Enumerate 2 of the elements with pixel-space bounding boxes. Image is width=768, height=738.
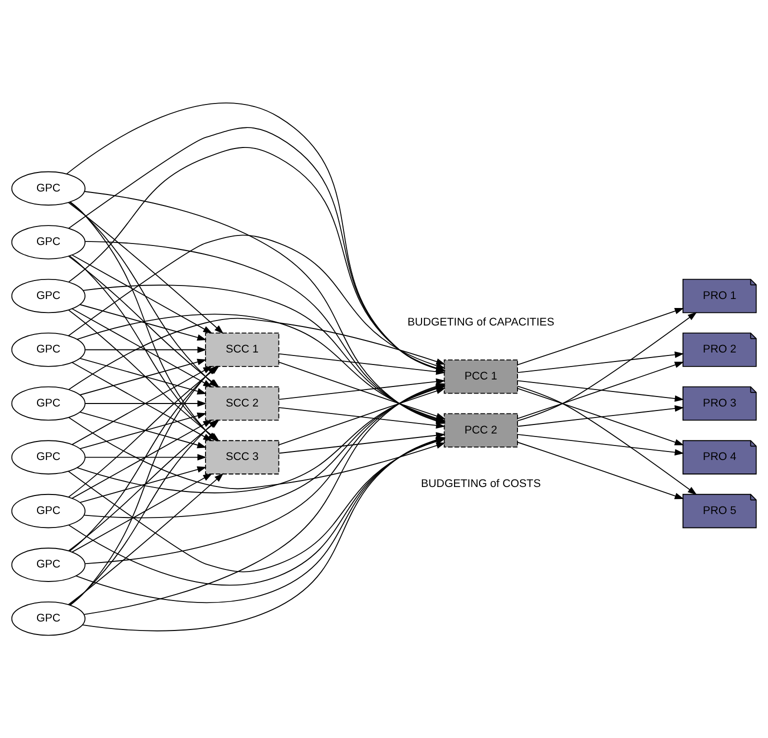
- label: BUDGETING of COSTS: [420, 478, 541, 490]
- label: BUDGETING of CAPACITIES: [408, 316, 554, 329]
